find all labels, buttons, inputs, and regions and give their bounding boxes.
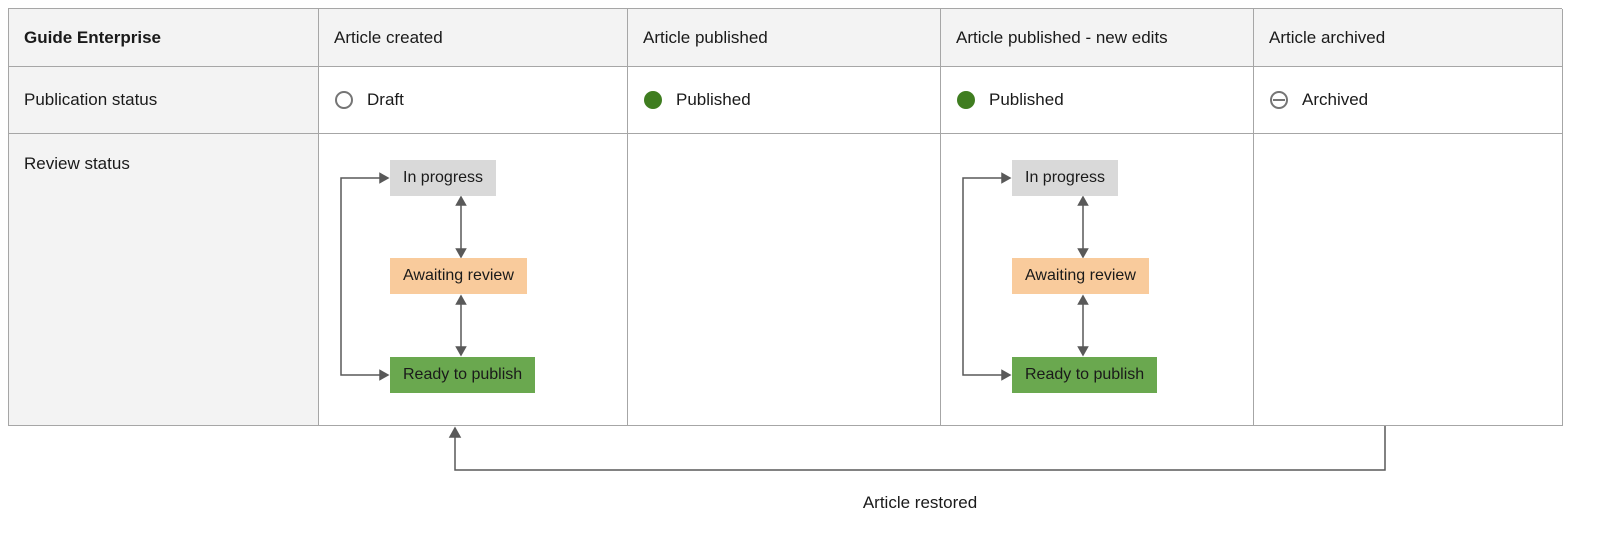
- column-header-article-published: Article published: [628, 9, 941, 67]
- in-progress-box: In progress: [1012, 160, 1119, 196]
- review-flow-article-published-new-edits: In progress Awaiting review Ready to pub…: [941, 134, 1254, 426]
- review-flow-article-created: In progress Awaiting review Ready to pub…: [319, 134, 628, 426]
- in-progress-box: In progress: [390, 160, 497, 196]
- column-header-article-created: Article created: [319, 9, 628, 67]
- status-label: Archived: [1302, 90, 1369, 109]
- awaiting-review-box: Awaiting review: [390, 258, 527, 294]
- status-label: Published: [989, 90, 1064, 109]
- article-restored-arrow: [448, 426, 1386, 471]
- row-label-review-status: Review status: [9, 134, 319, 426]
- awaiting-review-box: Awaiting review: [1012, 258, 1149, 294]
- draft-status-icon: [335, 91, 353, 109]
- lifecycle-table: Guide Enterprise Article created Article…: [8, 8, 1563, 426]
- archived-status-icon: [1270, 91, 1288, 109]
- publication-status-archived-cell: Archived: [1254, 67, 1563, 134]
- column-header-article-published-new-edits: Article published - new edits: [941, 9, 1254, 67]
- publication-status-published-edits-cell: Published: [941, 67, 1254, 134]
- review-flow-empty-published: [628, 134, 941, 426]
- review-flow-empty-archived: [1254, 134, 1563, 426]
- publication-status-draft-cell: Draft: [319, 67, 628, 134]
- status-label: Published: [676, 90, 751, 109]
- archived-bar: [1273, 99, 1285, 101]
- publication-status-published-cell: Published: [628, 67, 941, 134]
- column-header-article-archived: Article archived: [1254, 9, 1563, 67]
- ready-to-publish-box: Ready to publish: [390, 357, 536, 393]
- published-status-icon: [644, 91, 662, 109]
- published-status-icon: [957, 91, 975, 109]
- ready-to-publish-box: Ready to publish: [1012, 357, 1158, 393]
- table-title: Guide Enterprise: [9, 9, 319, 67]
- row-label-publication-status: Publication status: [9, 67, 319, 134]
- status-label: Draft: [367, 90, 404, 109]
- article-restored-label: Article restored: [862, 493, 978, 512]
